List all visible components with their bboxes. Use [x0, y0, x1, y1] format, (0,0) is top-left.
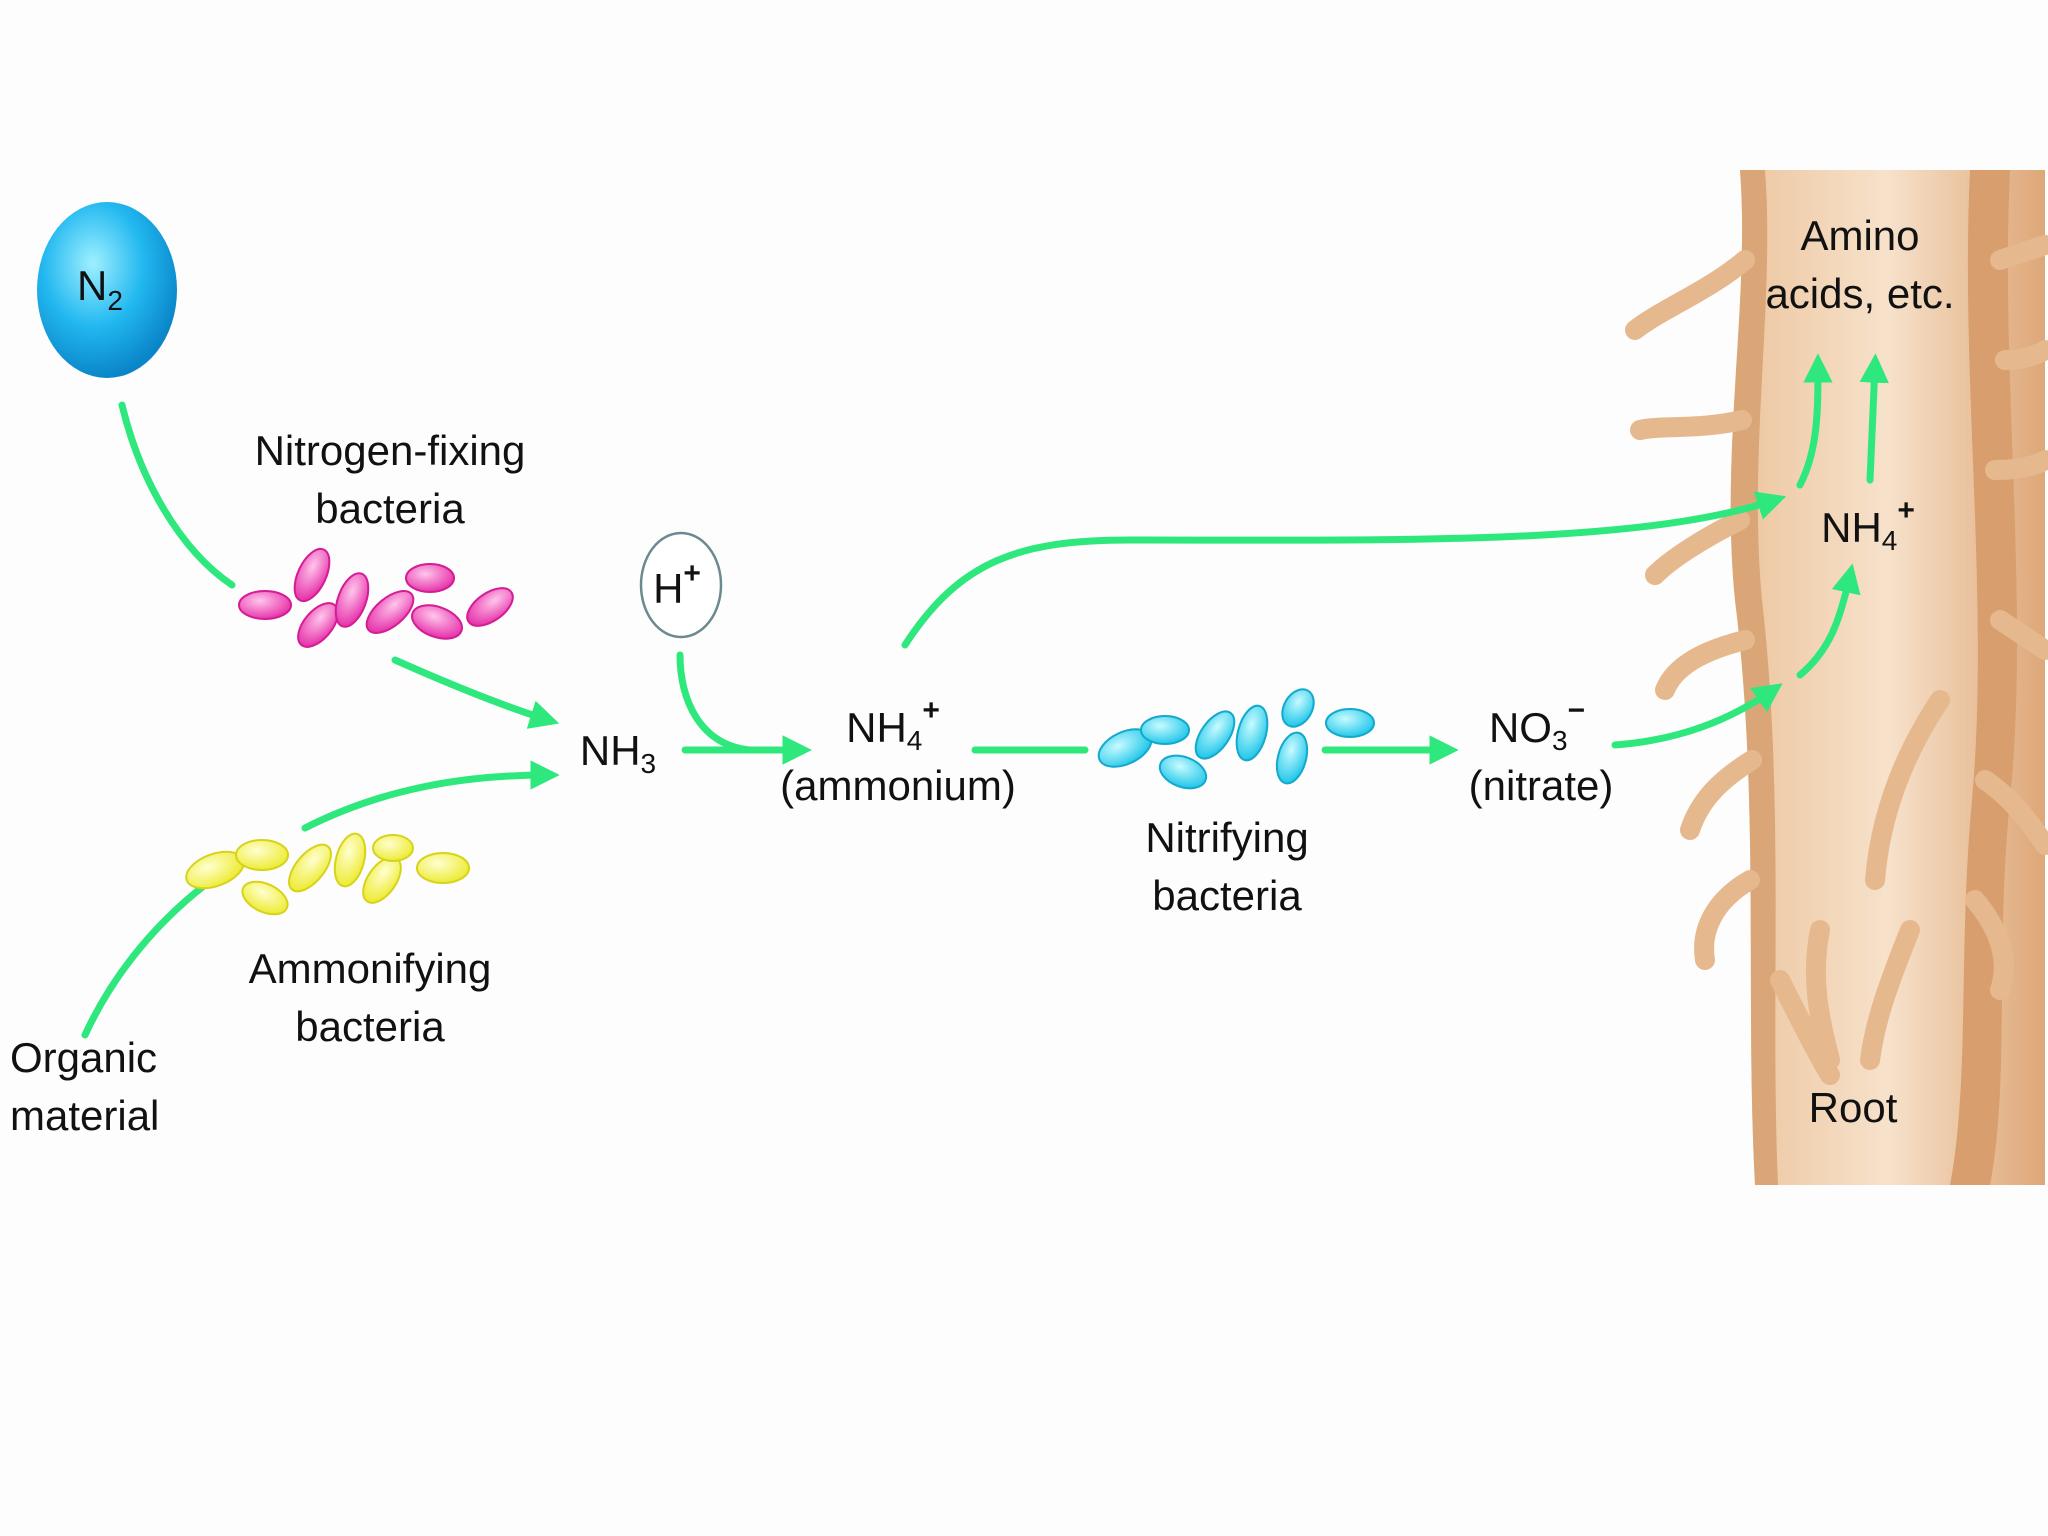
root-label: Root [1809, 1084, 1898, 1131]
nitrifying-label-line2: bacteria [1152, 872, 1302, 919]
arrow-fixing-to-nh3 [391, 656, 560, 729]
root-nh4-label: NH [1821, 504, 1882, 551]
arrow-nh4-to-amino-right [1859, 353, 1889, 484]
nh3-label: NH [580, 727, 641, 774]
nitrate-label: (nitrate) [1469, 762, 1614, 809]
nitrogen-fixing-bacteria-cluster [238, 547, 514, 648]
arrow-n2-to-bacteria [118, 401, 236, 589]
nitrogen-fixing-label-line2: bacteria [315, 485, 465, 532]
nh4-superscript: + [922, 694, 940, 727]
n2-label: N [77, 262, 107, 309]
nh4-subscript: 4 [907, 725, 923, 756]
ammonifying-label-line1: Ammonifying [249, 945, 492, 992]
arrows [81, 353, 1889, 1039]
no3-formula: NO3− [1489, 694, 1585, 756]
organic-label-line1: Organic [10, 1034, 157, 1081]
nh4-formula: NH4+ [846, 694, 940, 756]
h-plus-ion: H+ [639, 531, 723, 639]
arrow-root-to-nh4 [1796, 563, 1861, 679]
nh3-formula: NH3 [580, 727, 656, 779]
nitrogen-fixing-label-line1: Nitrogen-fixing [255, 427, 526, 474]
arrow-ammonifying-to-nh3 [301, 760, 560, 832]
nitrifying-label-line1: Nitrifying [1145, 814, 1308, 861]
no3-label: NO [1489, 704, 1552, 751]
arrow-root-to-amino-left [1796, 353, 1833, 489]
arrow-no3-to-root [1611, 683, 1783, 749]
amino-label-line1: Amino [1800, 212, 1919, 259]
organic-label-line2: material [10, 1092, 159, 1139]
no3-subscript: 3 [1552, 725, 1568, 756]
arrow-h-to-nh4 [676, 651, 812, 765]
root-nh4-subscript: 4 [1882, 525, 1898, 556]
amino-label-line2: acids, etc. [1765, 270, 1954, 317]
n2-molecule: N2 [37, 202, 177, 378]
root-hairs [1625, 235, 2048, 1085]
arrow-nh4-to-root [901, 491, 1787, 649]
h-superscript: + [683, 557, 701, 590]
no3-superscript: − [1568, 694, 1586, 727]
root-nh4-superscript: + [1897, 494, 1915, 527]
n2-subscript: 2 [107, 285, 123, 316]
ammonifying-label-line2: bacteria [295, 1003, 445, 1050]
nh3-subscript: 3 [641, 748, 657, 779]
nh4-label: NH [846, 704, 907, 751]
svg-text:H+: H+ [653, 557, 701, 612]
svg-text:N2: N2 [77, 262, 123, 316]
ammonium-label: (ammonium) [780, 762, 1016, 809]
root-nh4-formula: NH4+ [1821, 494, 1915, 556]
h-label: H [653, 565, 683, 612]
root-illustration [1625, 170, 2048, 1185]
arrow-organic-to-ammonifying [81, 881, 209, 1039]
ammonifying-bacteria-cluster [185, 832, 470, 916]
nitrifying-bacteria-cluster [1097, 688, 1375, 790]
